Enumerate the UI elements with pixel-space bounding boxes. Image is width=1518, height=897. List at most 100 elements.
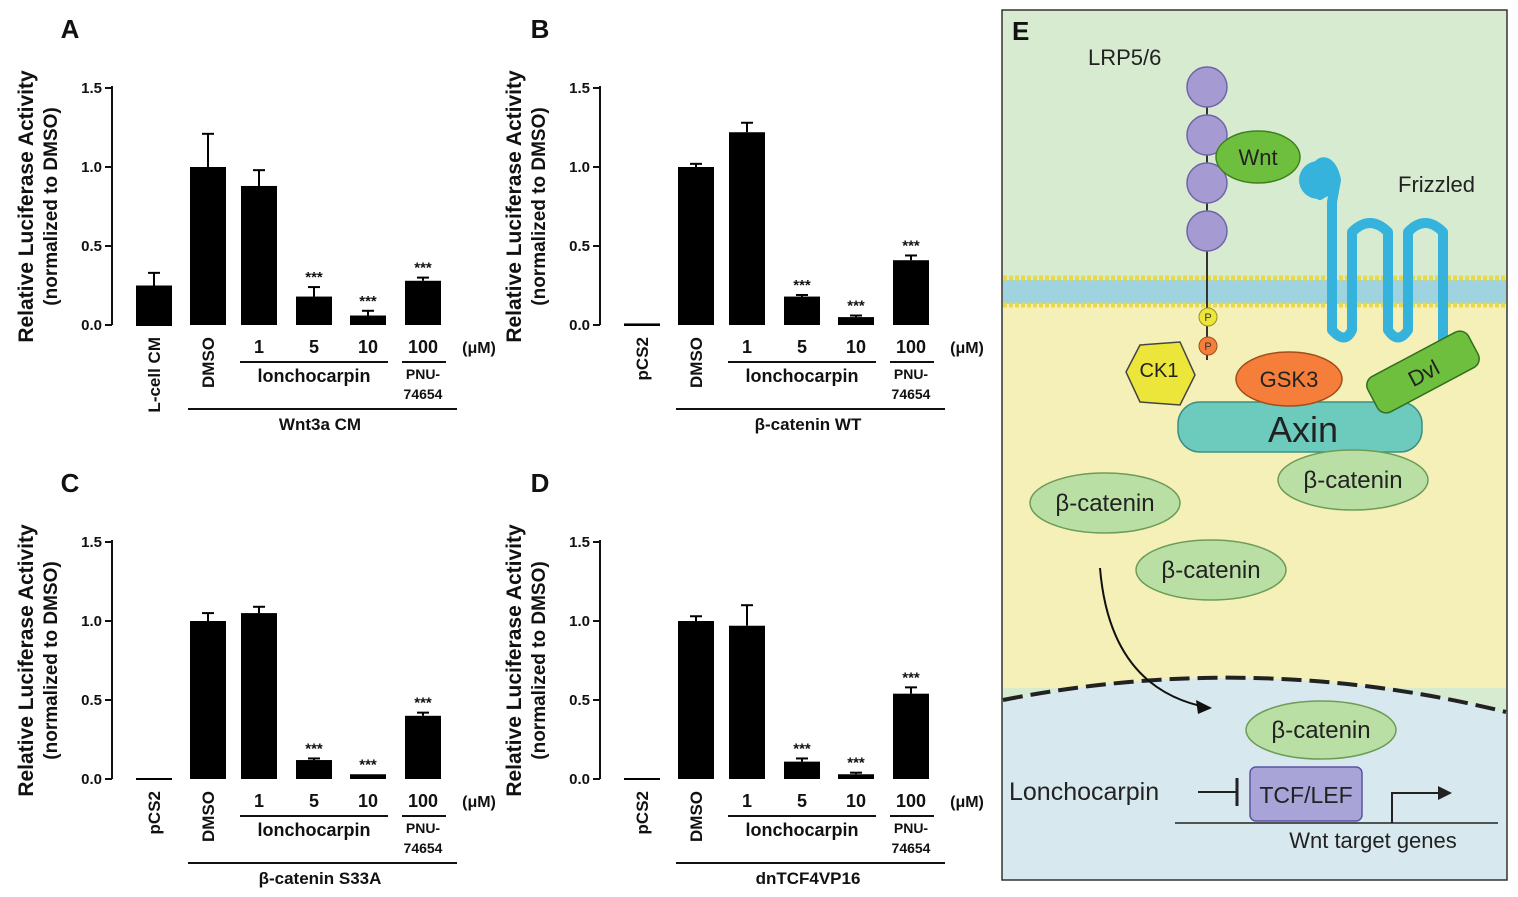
significance-marker: *** <box>793 740 811 757</box>
category-label: 1 <box>742 337 752 357</box>
wnt-ligand <box>1215 130 1301 184</box>
cell-membrane <box>1003 275 1506 308</box>
transcription-arrow-head <box>1438 786 1452 800</box>
beta-catenin-label: β-catenin <box>1055 490 1154 517</box>
bar <box>405 715 441 779</box>
category-label: DMSO <box>687 337 706 388</box>
significance-marker: *** <box>793 277 811 294</box>
bar <box>296 760 332 779</box>
y-tick-label: 0.0 <box>569 317 590 334</box>
condition-label: β-catenin WT <box>755 415 862 434</box>
bar <box>296 296 332 325</box>
y-axis-label: Relative Luciferase Activity <box>503 524 526 797</box>
category-label: 5 <box>309 337 319 357</box>
frizzled-head <box>1299 161 1337 199</box>
y-tick-label: 0.5 <box>81 692 102 709</box>
bar <box>838 317 874 325</box>
dvl-group: Dvl <box>1366 330 1480 414</box>
category-label: pCS2 <box>633 791 652 834</box>
gsk3-protein <box>1235 351 1343 407</box>
y-tick-label: 1.0 <box>569 613 590 630</box>
pnu-label: 74654 <box>404 386 443 402</box>
y-tick-label: 0.5 <box>569 238 590 255</box>
condition-label: dnTCF4VP16 <box>756 869 861 888</box>
translocation-arrow-head <box>1196 700 1212 714</box>
category-label: 1 <box>254 337 264 357</box>
phospho-label-1: P <box>1204 312 1211 324</box>
condition-label: β-catenin S33A <box>259 869 382 888</box>
y-tick-label: 1.5 <box>569 534 590 551</box>
category-label: 1 <box>254 791 264 811</box>
bar <box>190 167 226 325</box>
pnu-label: PNU- <box>894 366 929 382</box>
category-label: 5 <box>797 337 807 357</box>
y-tick-label: 1.0 <box>569 159 590 176</box>
tcf-lef-label: TCF/LEF <box>1259 782 1352 808</box>
phospho-site-2 <box>1198 336 1218 356</box>
gsk3-label: GSK3 <box>1260 367 1319 392</box>
category-label: pCS2 <box>633 337 652 380</box>
panel-label: D <box>531 468 550 498</box>
y-axis-label: Relative Luciferase Activity <box>15 70 38 343</box>
tcf-lef-protein <box>1249 766 1363 822</box>
bar <box>190 621 226 779</box>
unit-label: (μM) <box>462 340 496 357</box>
unit-label: (μM) <box>462 794 496 811</box>
dvl-protein <box>1366 330 1480 414</box>
y-tick-label: 1.5 <box>569 80 590 97</box>
beta-catenin-label: β-catenin <box>1303 467 1402 494</box>
category-label: pCS2 <box>145 791 164 834</box>
significance-marker: *** <box>902 669 920 686</box>
beta-catenin-label: β-catenin <box>1161 557 1260 584</box>
significance-marker: *** <box>902 237 920 254</box>
y-tick-label: 1.5 <box>81 534 102 551</box>
y-tick-label: 0.0 <box>569 771 590 788</box>
frizzled-label: Frizzled <box>1398 172 1475 197</box>
significance-marker: *** <box>305 740 323 757</box>
bar <box>241 185 277 325</box>
wnt-pathway-diagram: E LRP5/6 P P Wnt Frizzled CK1 Axin GSK3 … <box>1001 9 1508 881</box>
bar <box>784 761 820 779</box>
y-axis-label: Relative Luciferase Activity <box>503 70 526 343</box>
category-label: 10 <box>846 337 866 357</box>
category-label: DMSO <box>199 791 218 842</box>
lrp-domain <box>1186 66 1228 108</box>
group-label: lonchocarpin <box>257 820 370 840</box>
lrp-domain <box>1186 114 1228 156</box>
group-label: lonchocarpin <box>745 366 858 386</box>
category-label: 10 <box>358 337 378 357</box>
lrp-domain <box>1186 162 1228 204</box>
pnu-label: 74654 <box>892 386 931 402</box>
chart-panel-d: D 0.0 0.5 1.0 1.5 Relative Luciferase Activit… <box>503 468 984 888</box>
significance-marker: *** <box>414 695 432 712</box>
category-label: DMSO <box>687 791 706 842</box>
bar <box>350 315 386 325</box>
beta-catenin-axin-bound <box>1277 449 1429 511</box>
significance-marker: *** <box>359 293 377 310</box>
category-label: 10 <box>358 791 378 811</box>
unit-label: (μM) <box>950 340 984 357</box>
pnu-label: 74654 <box>892 840 931 856</box>
bar <box>678 621 714 779</box>
bar <box>893 693 929 779</box>
y-axis-label-sub: (normalized to DMSO) <box>41 561 62 759</box>
category-label: 100 <box>408 791 438 811</box>
y-axis-label-sub: (normalized to DMSO) <box>41 107 62 305</box>
significance-marker: *** <box>359 756 377 773</box>
ck1-label: CK1 <box>1140 360 1179 382</box>
beta-catenin-label: β-catenin <box>1271 717 1370 744</box>
translocation-arrow <box>1099 567 1211 709</box>
y-axis-label-sub: (normalized to DMSO) <box>529 561 550 759</box>
category-label: 100 <box>896 337 926 357</box>
y-tick-label: 0.0 <box>81 771 102 788</box>
ck1-protein <box>1125 341 1196 406</box>
membrane-core <box>1003 280 1506 304</box>
nuclear-envelope <box>1002 675 1507 714</box>
y-tick-label: 0.5 <box>569 692 590 709</box>
bar <box>405 280 441 325</box>
pnu-label: PNU- <box>894 820 929 836</box>
